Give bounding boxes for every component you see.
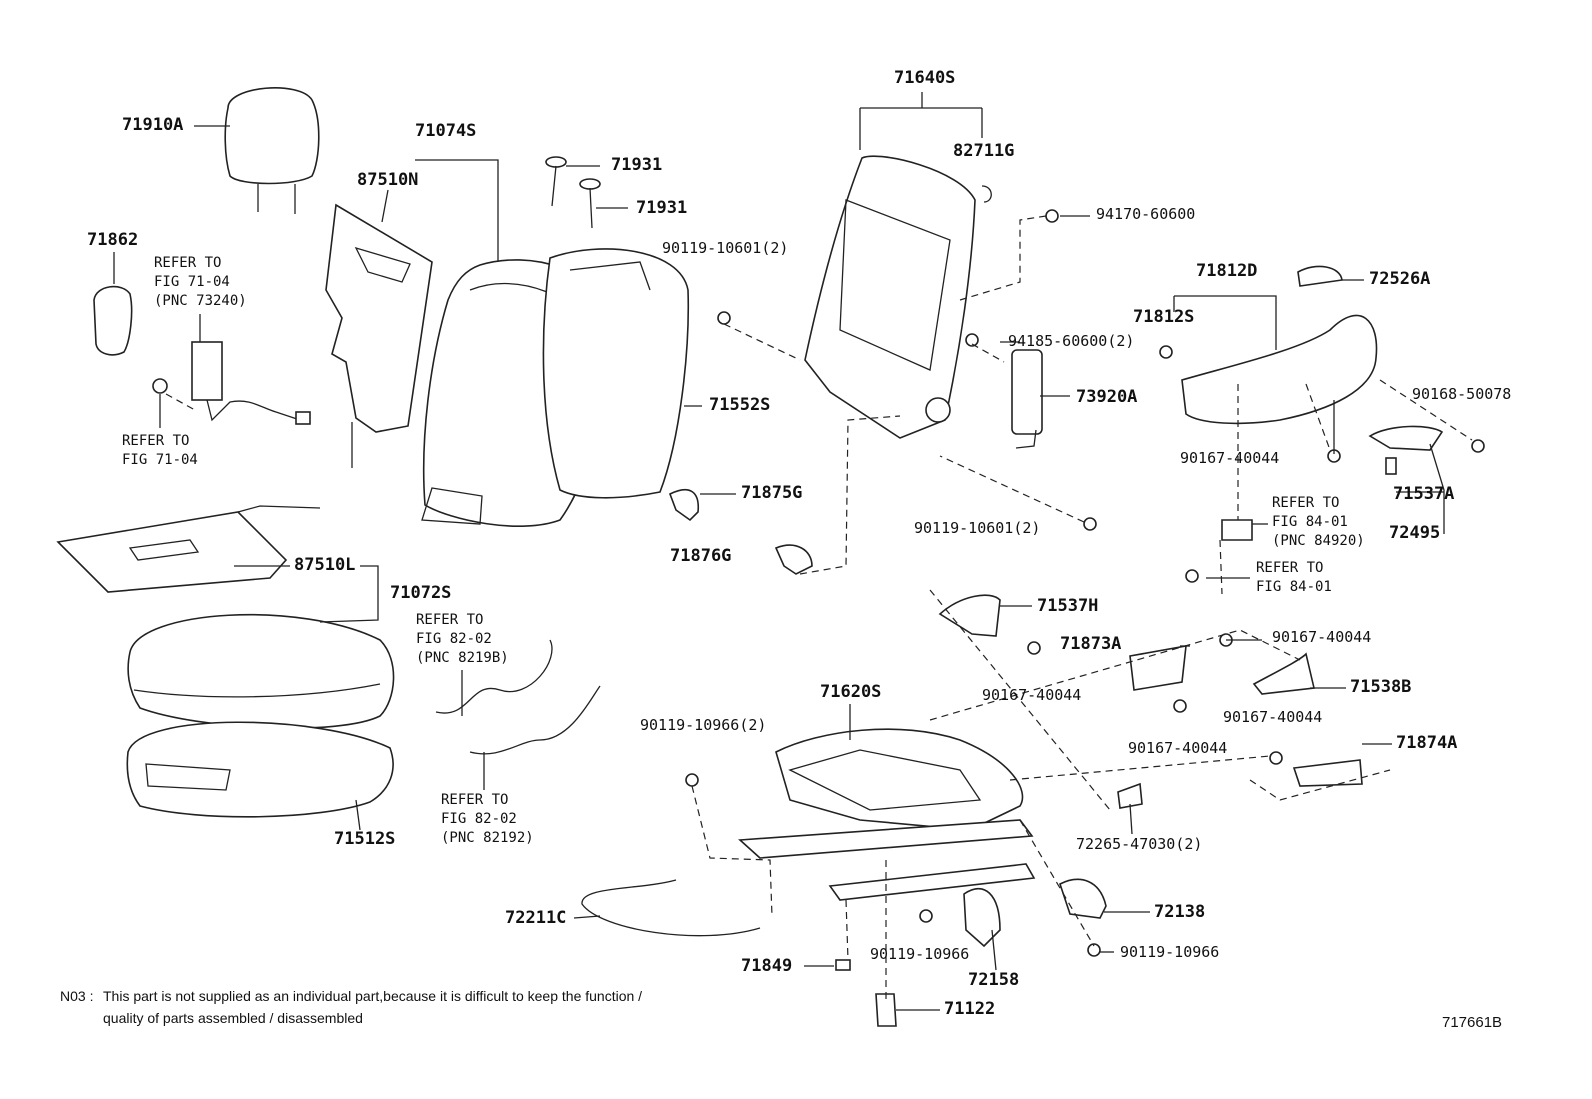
- heater-mat-drawing: [56, 505, 321, 593]
- label-94185-60600[interactable]: 94185-60600(2): [1008, 332, 1135, 350]
- label-72211c[interactable]: 72211C: [505, 908, 567, 928]
- label-90167-40044-b[interactable]: 90167-40044: [982, 686, 1082, 704]
- label-90119-10601-b[interactable]: 90119-10601(2): [914, 519, 1041, 537]
- wire-72211c-drawing: [581, 879, 761, 937]
- label-71537a[interactable]: 71537A: [1393, 484, 1455, 504]
- label-71552s[interactable]: 71552S: [709, 395, 771, 415]
- wire-harness-drawing: [435, 639, 601, 755]
- label-71812d[interactable]: 71812D: [1196, 261, 1258, 281]
- refer-fig-84-01[interactable]: REFER TO FIG 84-01: [1256, 560, 1332, 595]
- label-71812s[interactable]: 71812S: [1133, 307, 1195, 327]
- footnote-line-1: This part is not supplied as an individu…: [103, 988, 643, 1004]
- label-90119-10601-a[interactable]: 90119-10601(2): [662, 239, 789, 257]
- cover-71876g-drawing: [774, 544, 813, 575]
- label-71910a[interactable]: 71910A: [122, 115, 184, 135]
- seat-track-drawing: [738, 728, 1036, 901]
- refer-fig-82-02-a[interactable]: REFER TO FIG 82-02 (PNC 8219B): [416, 612, 509, 666]
- label-90168-50078[interactable]: 90168-50078: [1412, 385, 1512, 403]
- label-90167-40044-d[interactable]: 90167-40044: [1223, 708, 1323, 726]
- label-71072s[interactable]: 71072S: [390, 583, 452, 603]
- label-73920a[interactable]: 73920A: [1076, 387, 1138, 407]
- label-71873a[interactable]: 71873A: [1060, 634, 1122, 654]
- belt-buckle-drawing: [93, 285, 311, 425]
- label-94170-60600[interactable]: 94170-60600: [1096, 205, 1196, 223]
- label-90119-10966-a[interactable]: 90119-10966(2): [640, 716, 767, 734]
- seatback-pad-drawing: [325, 203, 433, 468]
- figure-id: 717661B: [1442, 1014, 1503, 1031]
- label-71931-b[interactable]: 71931: [636, 198, 688, 218]
- cover-72138-drawing: [1059, 878, 1107, 919]
- label-71620s[interactable]: 71620S: [820, 682, 882, 702]
- label-72526a[interactable]: 72526A: [1369, 269, 1431, 289]
- airbag-drawing: [1011, 349, 1043, 449]
- label-71931-a[interactable]: 71931: [611, 155, 663, 175]
- cover-71875g-drawing: [668, 488, 699, 522]
- label-71862[interactable]: 71862: [87, 230, 139, 250]
- refer-fig-84-01-pnc[interactable]: REFER TO FIG 84-01 (PNC 84920): [1272, 495, 1365, 549]
- label-71537h[interactable]: 71537H: [1037, 596, 1099, 616]
- refer-fig-71-04[interactable]: REFER TO FIG 71-04: [122, 433, 198, 468]
- label-71538b[interactable]: 71538B: [1350, 677, 1412, 697]
- label-90167-40044-a[interactable]: 90167-40044: [1180, 449, 1280, 467]
- cushion-drawing: [126, 613, 395, 818]
- footnote-code: N03 :: [60, 988, 94, 1004]
- label-71874a[interactable]: 71874A: [1396, 733, 1458, 753]
- label-72265-47030[interactable]: 72265-47030(2): [1076, 835, 1203, 853]
- guide-lines: [691, 215, 1473, 1000]
- leader-lines: [113, 92, 1445, 1011]
- seatback-frame-drawing: [804, 155, 992, 439]
- label-72495[interactable]: 72495: [1389, 523, 1441, 543]
- label-72158[interactable]: 72158: [968, 970, 1020, 990]
- label-71876g[interactable]: 71876G: [670, 546, 732, 566]
- footnote-line-2: quality of parts assembled / disassemble…: [103, 1010, 363, 1026]
- label-71640s[interactable]: 71640S: [894, 68, 956, 88]
- label-90119-10966-b[interactable]: 90119-10966: [870, 945, 970, 963]
- label-71512s[interactable]: 71512S: [334, 829, 396, 849]
- hooks-drawing: [545, 156, 601, 229]
- label-71875g[interactable]: 71875G: [741, 483, 803, 503]
- label-82711g[interactable]: 82711G: [953, 141, 1015, 161]
- seatback-pad-foam-drawing: [542, 248, 690, 499]
- label-90119-10966-c[interactable]: 90119-10966: [1120, 943, 1220, 961]
- label-72138[interactable]: 72138: [1154, 902, 1206, 922]
- refer-fig-71-04-pnc[interactable]: REFER TO FIG 71-04 (PNC 73240): [154, 255, 247, 309]
- refer-fig-82-02-b[interactable]: REFER TO FIG 82-02 (PNC 82192): [441, 792, 534, 846]
- cover-72158-drawing: [963, 887, 1001, 948]
- small-parts-drawing: [685, 209, 1363, 1027]
- headrest-drawing: [224, 87, 320, 214]
- side-shield-drawing: [1159, 265, 1485, 475]
- label-87510l[interactable]: 87510L: [294, 555, 356, 575]
- label-90167-40044-c[interactable]: 90167-40044: [1272, 628, 1372, 646]
- label-87510n[interactable]: 87510N: [357, 170, 419, 190]
- label-90167-40044-e[interactable]: 90167-40044: [1128, 739, 1228, 757]
- label-71074s[interactable]: 71074S: [415, 121, 477, 141]
- label-71122[interactable]: 71122: [944, 999, 996, 1019]
- label-71849[interactable]: 71849: [741, 956, 793, 976]
